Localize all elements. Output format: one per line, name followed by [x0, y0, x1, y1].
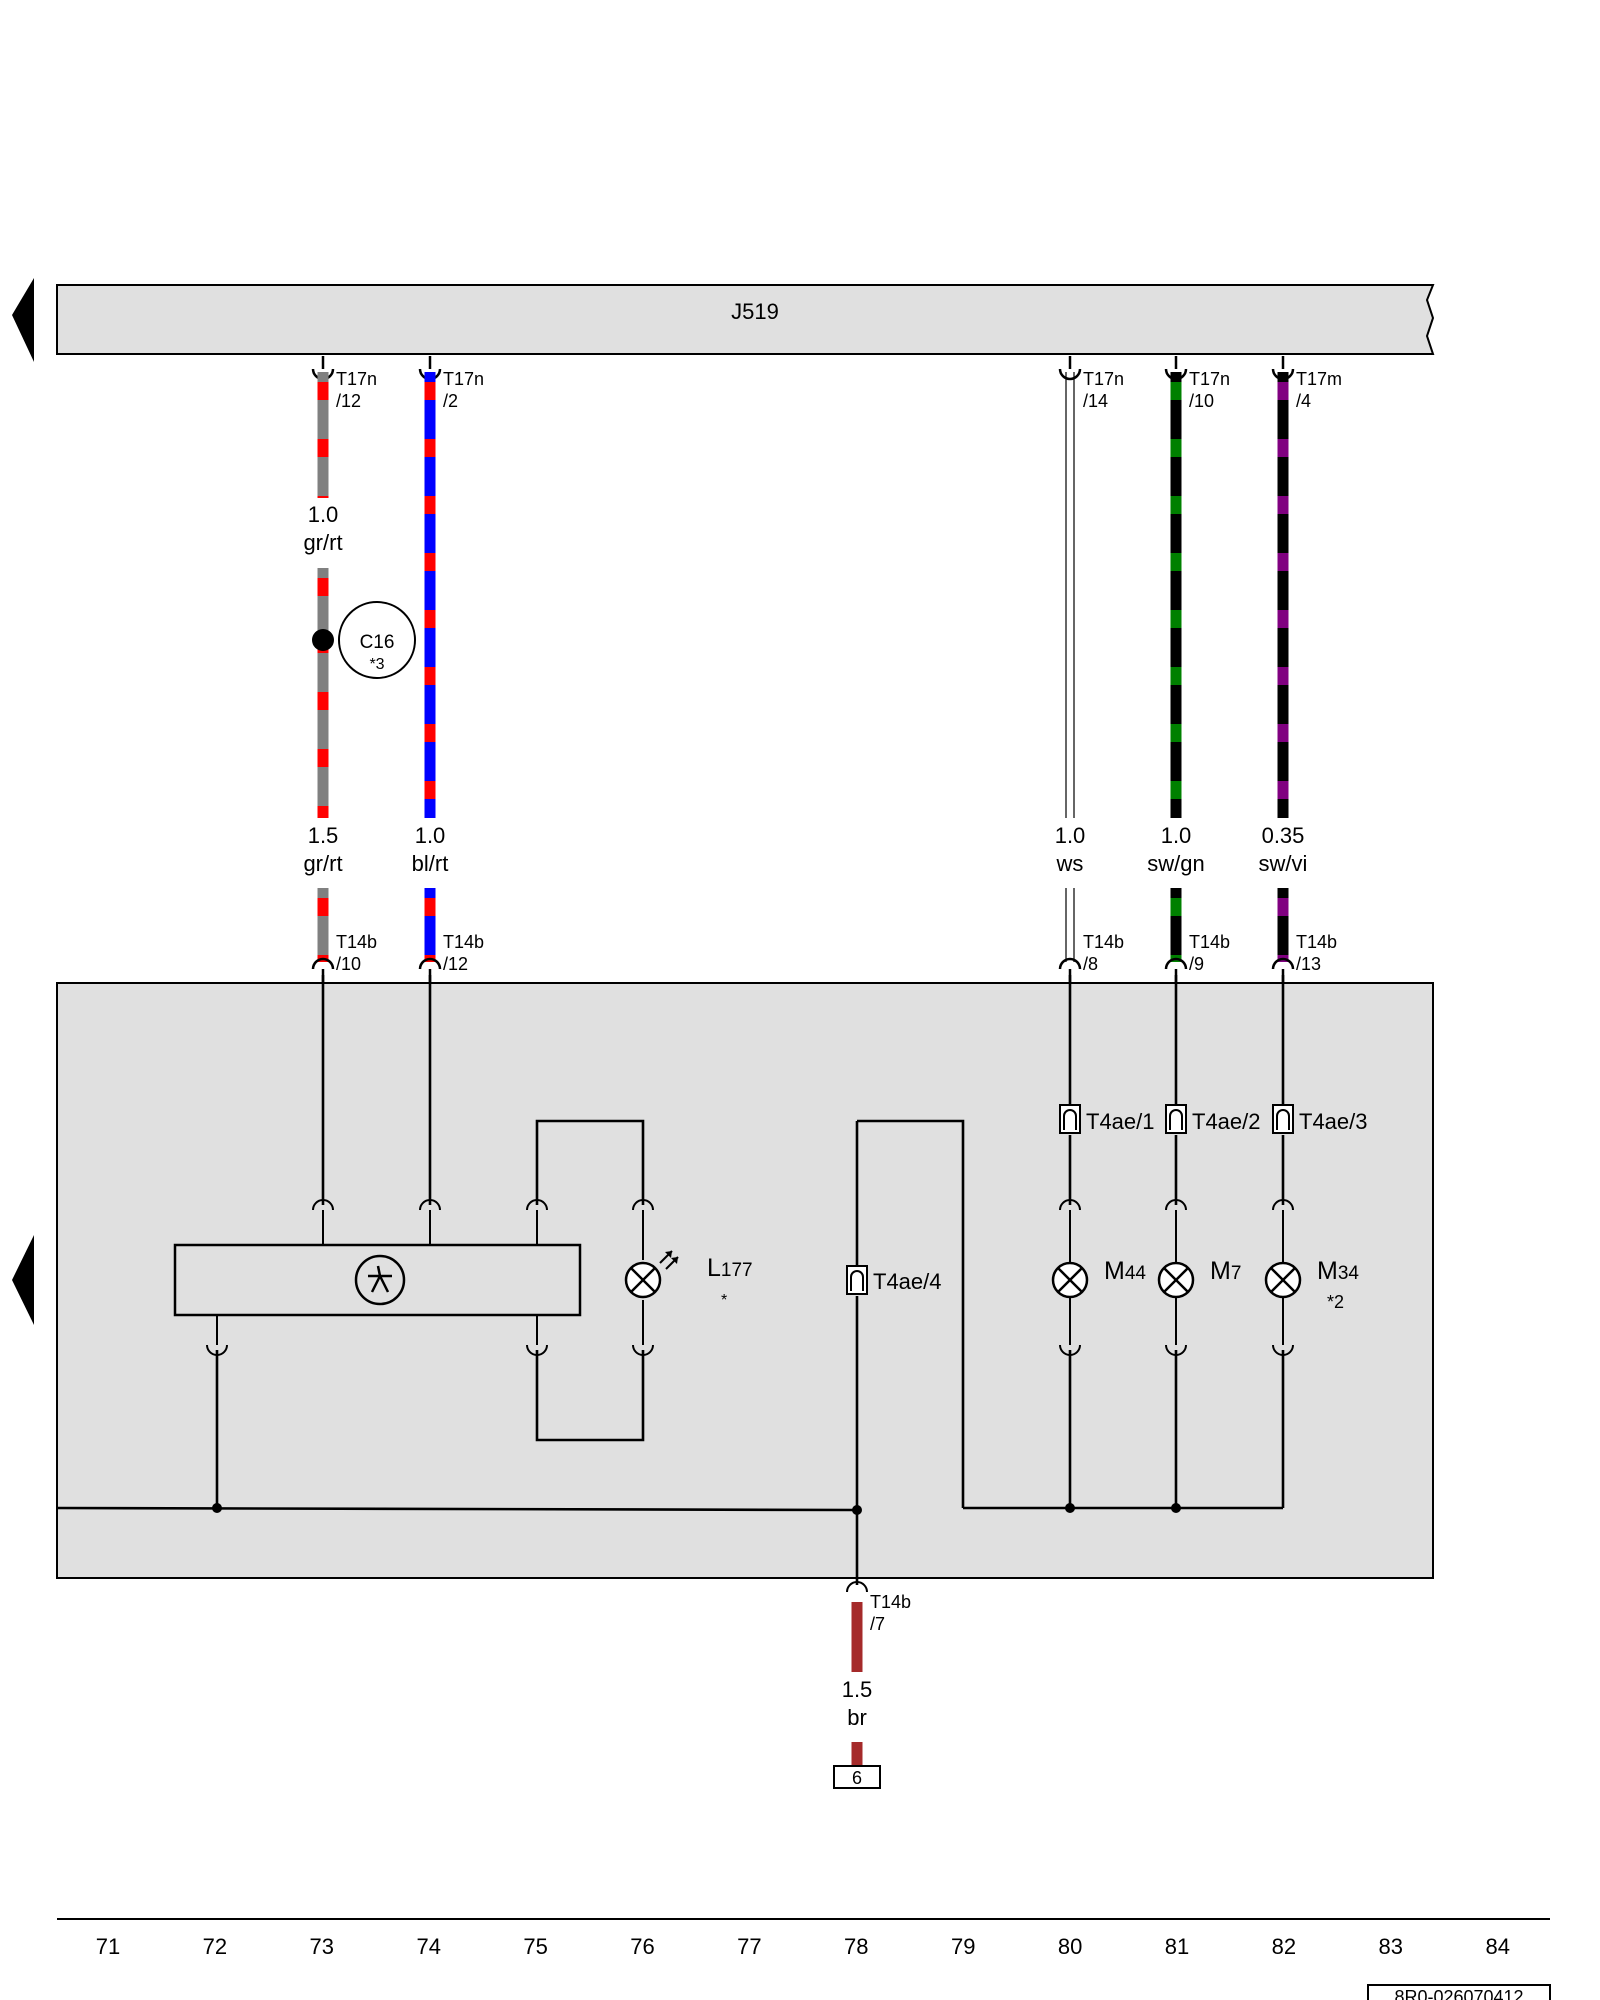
- m34-note: *2: [1327, 1292, 1344, 1312]
- t4ae-connector-icons: [846, 1104, 1294, 1295]
- inner-plug-arcs: [206, 1199, 1294, 1356]
- scale-label: 80: [1058, 1934, 1082, 1959]
- scale-label: 75: [523, 1934, 547, 1959]
- wire-pin: T17m: [1296, 369, 1342, 389]
- lower-pin: T14b: [443, 932, 484, 952]
- wire-bottom-connector: [418, 957, 442, 970]
- wire-color: bl/rt: [412, 851, 449, 876]
- wire-pin: T17n: [1189, 369, 1230, 389]
- m34-name: M34: [1317, 1257, 1359, 1285]
- wire-pin-no: /10: [1189, 391, 1214, 411]
- page-id-box: [1367, 1984, 1551, 2000]
- wire-bottom-connector: [1058, 957, 1082, 970]
- wire-bottom-connector: [1164, 957, 1188, 970]
- wire-pin: T17n: [1083, 369, 1124, 389]
- ground-pin-no: /7: [870, 1614, 885, 1634]
- wire-size: 0.35: [1262, 823, 1305, 848]
- wire-pin-no: /12: [336, 391, 361, 411]
- scale-label: 74: [416, 1934, 440, 1959]
- panel-wiring: [56, 975, 1285, 1585]
- scale-label: 76: [630, 1934, 654, 1959]
- wire-color: ws: [1056, 851, 1084, 876]
- splice-dot: [312, 629, 334, 651]
- splice-c16-name: C16: [360, 632, 395, 653]
- lamp-m34-icon: [1264, 1261, 1302, 1299]
- scale-label: 78: [844, 1934, 868, 1959]
- lower-pin-no: /8: [1083, 954, 1098, 974]
- scale-label: 79: [951, 1934, 975, 1959]
- lower-pin: T14b: [1189, 932, 1230, 952]
- scale-label: 83: [1379, 1934, 1403, 1959]
- wire-size: 1.0: [415, 823, 446, 848]
- lamp-m44-icon: [1051, 1261, 1089, 1299]
- wire-pin-no: /14: [1083, 391, 1108, 411]
- m44-name: M44: [1104, 1257, 1146, 1285]
- ground-wire: [833, 1581, 881, 1789]
- j519-bar: [56, 284, 1435, 355]
- lower-pin: T14b: [336, 932, 377, 952]
- scale-label: 77: [737, 1934, 761, 1959]
- scale-label: 71: [96, 1934, 120, 1959]
- wire-color: gr/rt: [303, 530, 342, 555]
- ground-color: br: [847, 1705, 867, 1730]
- t4ae4-label: T4ae/4: [873, 1269, 942, 1294]
- lower-pin-no: /9: [1189, 954, 1204, 974]
- dimmer-icon: [354, 1254, 406, 1306]
- lamp-l177-icon: [624, 1250, 679, 1299]
- l177-name: L177: [707, 1254, 753, 1282]
- ground-size: 1.5: [842, 1677, 873, 1702]
- wire-bottom-connector: [311, 957, 335, 970]
- m7-name: M7: [1210, 1257, 1241, 1285]
- wire-top-connector: [1058, 368, 1082, 381]
- j519-label: J519: [731, 299, 779, 324]
- lower-pin: T14b: [1296, 932, 1337, 952]
- wire-size: 1.5: [308, 823, 339, 848]
- splice-c16-note: *3: [369, 656, 384, 673]
- wire-pin: T17n: [443, 369, 484, 389]
- scale-labels: 71 72 73 74 75 76 77 78 79 80 81 82 83 84: [96, 1934, 1510, 1959]
- dimmer-icon-symbol: [368, 1265, 392, 1293]
- scale-label: 84: [1485, 1934, 1509, 1959]
- scale-label: 72: [203, 1934, 227, 1959]
- scale-label: 73: [310, 1934, 334, 1959]
- lower-pin-no: /13: [1296, 954, 1321, 974]
- wire-size: 1.0: [308, 502, 339, 527]
- wire-pin: T17n: [336, 369, 377, 389]
- page-marker-mid: [12, 1235, 34, 1325]
- wire-size: 1.0: [1055, 823, 1086, 848]
- ground-pin: T14b: [870, 1592, 911, 1612]
- wire-size: 1.0: [1161, 823, 1192, 848]
- lower-pin-no: /10: [336, 954, 361, 974]
- lower-pin: T14b: [1083, 932, 1124, 952]
- page-id: 8R0-026070412: [1394, 1987, 1523, 2000]
- lamp-m7-icon: [1157, 1261, 1195, 1299]
- scale-label: 82: [1272, 1934, 1296, 1959]
- splice-c16-circle: [338, 601, 416, 679]
- wire-color: gr/rt: [303, 851, 342, 876]
- t4ae2-label: T4ae/2: [1192, 1109, 1261, 1134]
- lower-pin-no: /12: [443, 954, 468, 974]
- page-marker-top: [12, 278, 34, 362]
- l177-note: *: [721, 1292, 727, 1309]
- scale-label: 81: [1165, 1934, 1189, 1959]
- t4ae1-label: T4ae/1: [1086, 1109, 1155, 1134]
- upper-wires: T17n/121.0gr/rt1.5gr/rtT14b/10T17n/21.0b…: [303, 356, 1342, 983]
- ground-terminal: 6: [852, 1768, 862, 1788]
- wire-pin-no: /2: [443, 391, 458, 411]
- t4ae3-label: T4ae/3: [1299, 1109, 1368, 1134]
- wire-color: sw/gn: [1147, 851, 1204, 876]
- wire-pin-no: /4: [1296, 391, 1311, 411]
- wire-color: sw/vi: [1259, 851, 1308, 876]
- wire-bottom-connector: [1271, 957, 1295, 970]
